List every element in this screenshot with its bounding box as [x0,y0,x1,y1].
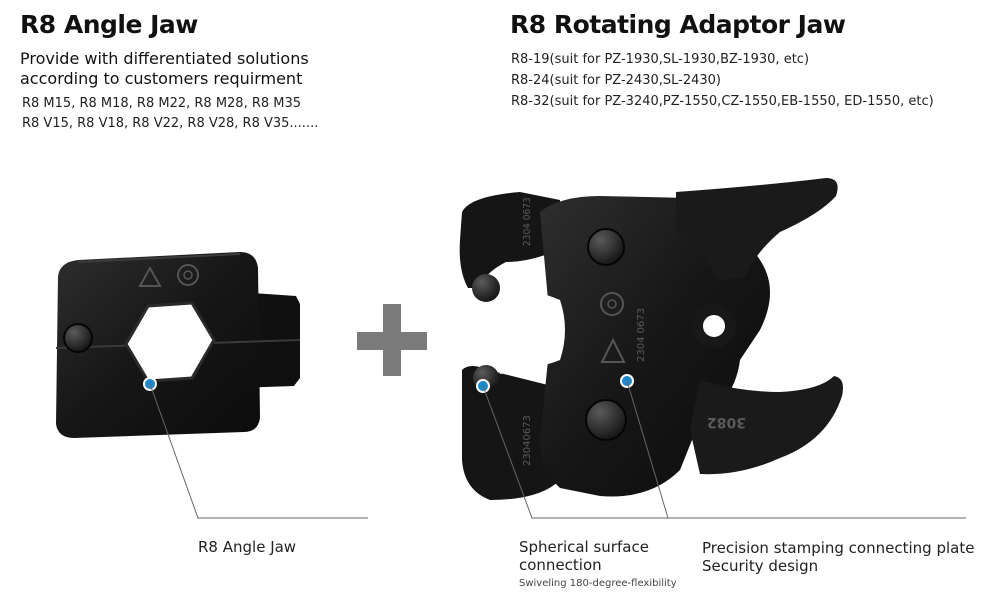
leader-precision [626,380,966,519]
plus-sign [357,304,427,376]
angle-jaw-subtitle-1: Provide with differentiated solutions [20,49,309,68]
angle-jaw-models-2: R8 V15, R8 V18, R8 V22, R8 V28, R8 V35..… [22,116,319,131]
angle-jaw-models-1: R8 M15, R8 M18, R8 M22, R8 M28, R8 M35 [22,96,302,111]
angle-jaw-subtitle-2: according to customers requirment [20,69,303,88]
rotating-jaw-suit-3: R8-32(suit for PZ-3240,PZ-1550,CZ-1550,E… [511,94,934,109]
serial-stamp-c: 23040673 [522,415,533,466]
rotating-jaw-suit-2: R8-24(suit for PZ-2430,SL-2430) [511,73,722,88]
callout-precision-label-2: Security design [702,557,819,575]
callout-spherical-label-1: Spherical surface [519,538,649,556]
angle-jaw-title: R8 Angle Jaw [20,10,198,39]
rotating-jaw-title: R8 Rotating Adaptor Jaw [510,10,846,39]
leader-spherical [482,385,690,519]
callout-precision-label-1: Precision stamping connecting plate [702,539,975,557]
leader-angle-jaw [149,383,368,519]
code-stamp: 3082 [707,414,746,430]
callout-spherical-label-2: connection [519,556,602,574]
callout-angle-jaw-label: R8 Angle Jaw [198,538,297,556]
rotating-jaw-image: 2304 0673 2304 0673 23040673 3082 [459,178,843,500]
serial-stamp-b: 2304 0673 [636,308,647,362]
angle-jaw-image [55,252,301,438]
callout-spherical-note: Swiveling 180-degree-flexibility [519,578,677,589]
serial-stamp-a: 2304 0673 [522,197,533,246]
rotating-jaw-suit-1: R8-19(suit for PZ-1930,SL-1930,BZ-1930, … [511,52,810,67]
